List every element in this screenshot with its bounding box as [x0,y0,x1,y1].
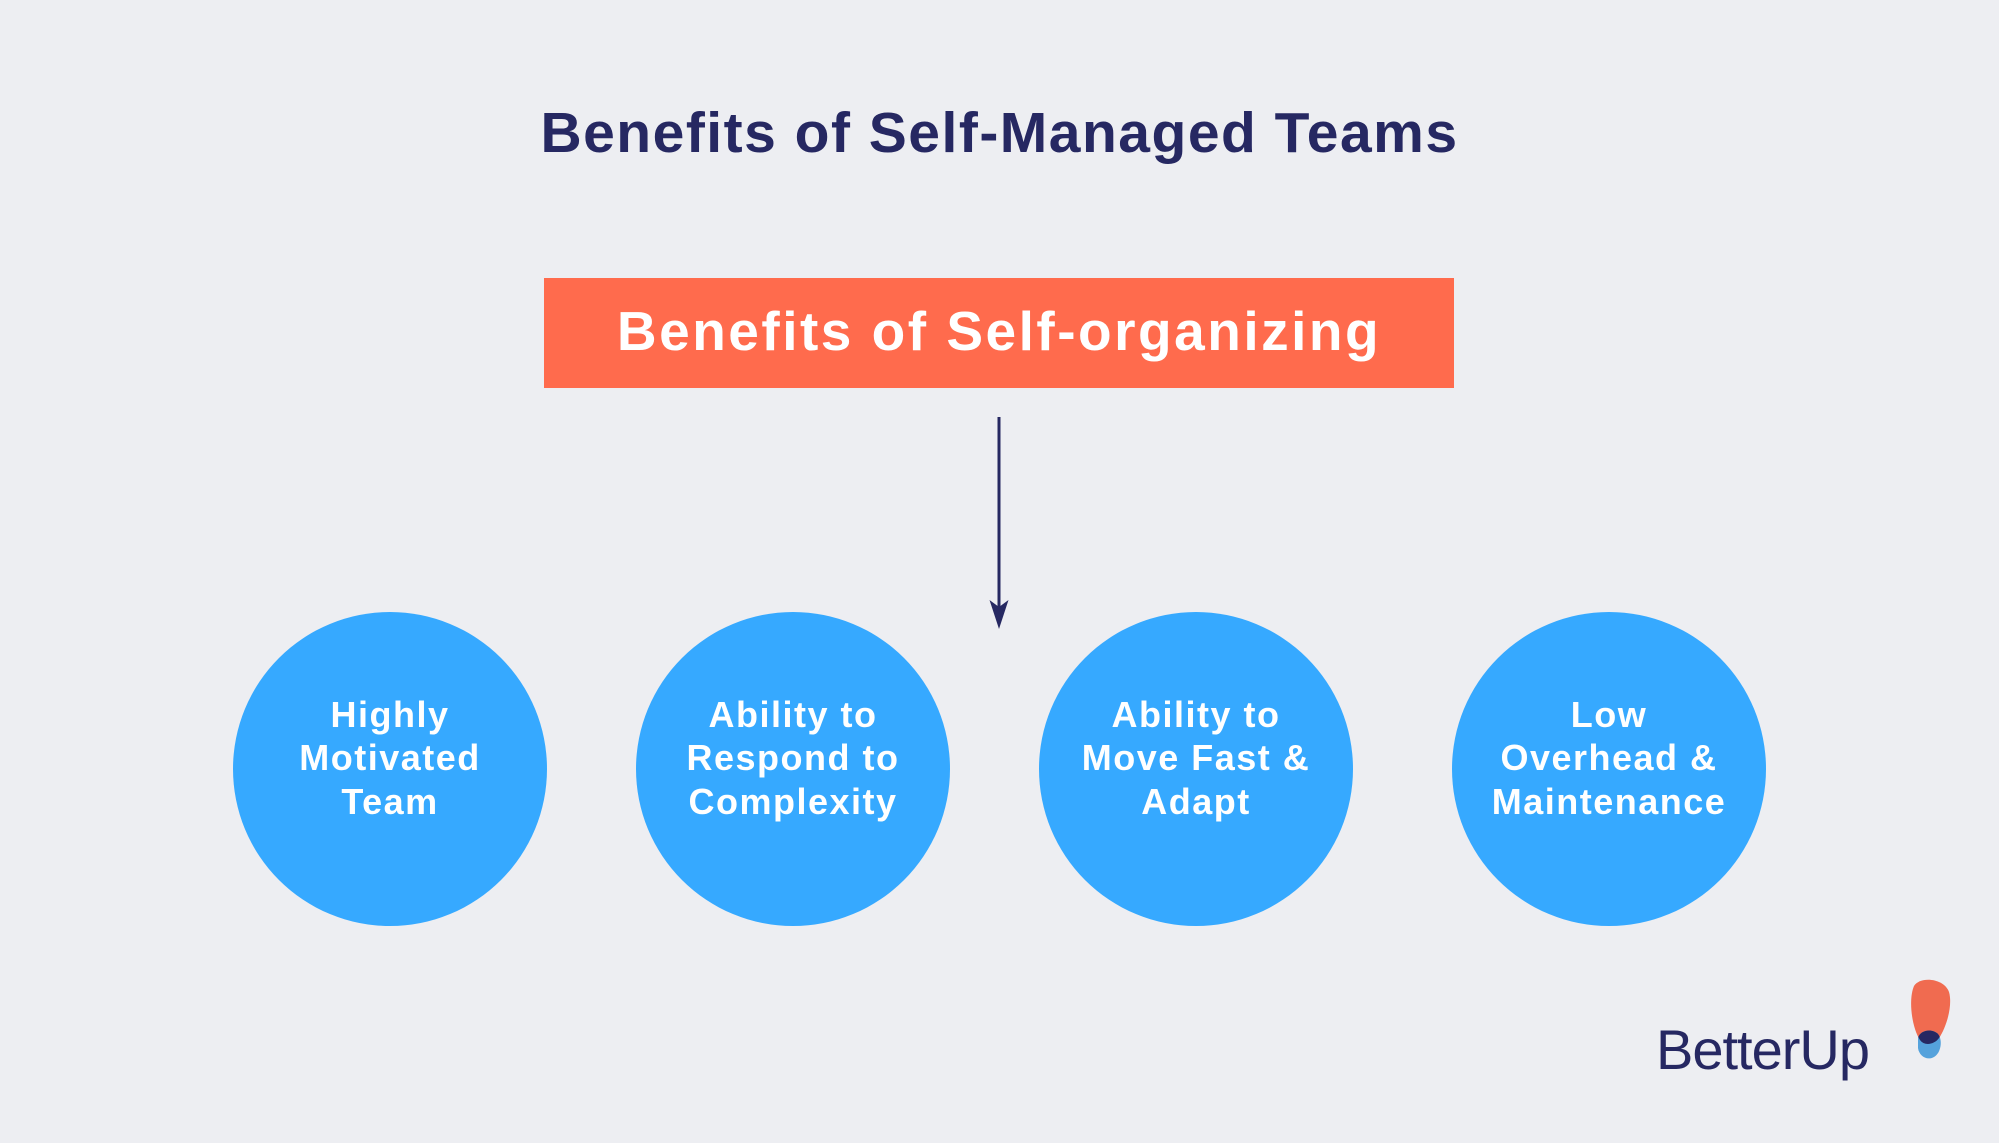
benefit-circle-respond-to-complexity: Ability to Respond to Complexity [636,612,950,926]
benefit-label: Highly Motivated Team [245,693,535,824]
benefit-label: Ability to Respond to Complexity [648,693,938,824]
benefit-circle-move-fast-adapt: Ability to Move Fast & Adapt [1039,612,1353,926]
benefit-label-line: Maintenance [1491,780,1727,822]
benefit-label-line: Highly [330,693,450,735]
benefit-label-line: Team [341,780,439,822]
benefit-circle-low-overhead-maintenance: Low Overhead & Maintenance [1452,612,1766,926]
benefit-label-line: Move Fast & [1081,737,1311,779]
self-organizing-header-box: Benefits of Self-organizing [544,278,1454,388]
betterup-drop-icon [1911,979,1951,1059]
benefit-label-line: Overhead & [1500,737,1718,779]
benefit-label-line: Ability to [1111,693,1281,735]
benefit-label: Low Overhead & Maintenance [1464,693,1754,824]
benefit-label-line: Respond to [686,737,900,779]
benefit-label: Ability to Move Fast & Adapt [1051,693,1341,824]
down-arrow-icon [989,417,1009,629]
benefit-label-line: Motivated [299,737,481,779]
header-box-label: Benefits of Self-organizing [616,300,1382,362]
logo-wordmark: BetterUp [1656,1018,1870,1081]
page-title: Benefits of Self-Managed Teams [540,101,1459,165]
betterup-logo: BetterUp [1656,978,1956,1088]
benefit-label-line: Complexity [688,780,898,822]
benefit-label-line: Ability to [708,693,878,735]
benefit-circle-highly-motivated-team: Highly Motivated Team [233,612,547,926]
benefit-label-line: Low [1570,693,1648,735]
benefit-label-line: Adapt [1141,780,1251,822]
